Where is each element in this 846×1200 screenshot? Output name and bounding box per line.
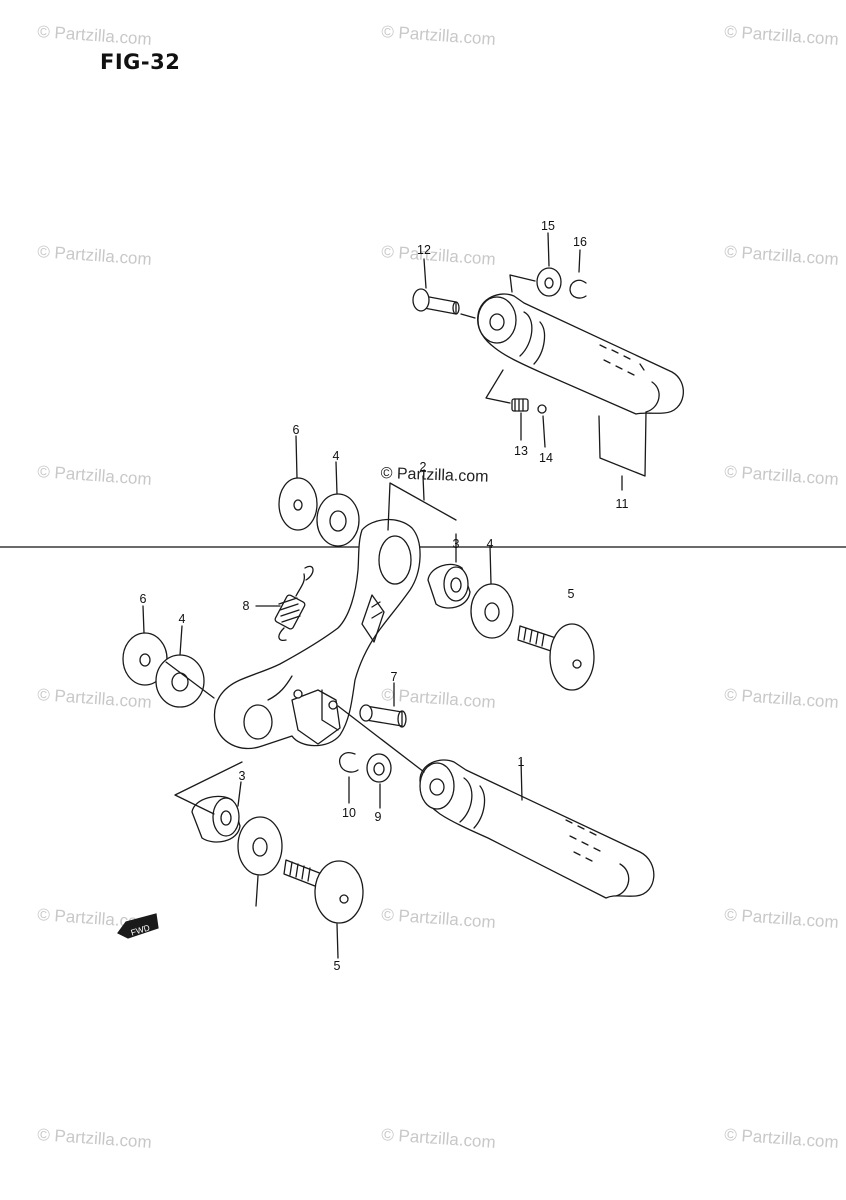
callout-6: 6 — [140, 592, 147, 606]
washer-9 — [366, 753, 392, 783]
callout-16: 16 — [573, 235, 587, 249]
callout-14: 14 — [539, 451, 553, 465]
pin-7 — [359, 704, 407, 728]
callout-8: 8 — [243, 599, 250, 613]
callout-11: 11 — [616, 497, 629, 511]
ball-14 — [537, 404, 547, 414]
callout-4: 4 — [179, 612, 186, 626]
pin-12 — [412, 288, 460, 315]
clip-10 — [339, 752, 359, 773]
callout-5: 5 — [568, 587, 575, 601]
footpeg-1 — [419, 759, 655, 899]
callout-3: 3 — [239, 769, 246, 783]
callout-10: 10 — [342, 806, 356, 820]
callout-15: 15 — [541, 219, 555, 233]
clip-16 — [569, 279, 587, 299]
spring-13 — [511, 398, 529, 412]
callout-9: 9 — [375, 810, 382, 824]
callout-labels: 1 2 3 3 4 4 4 5 5 6 6 7 8 9 10 11 12 13 … — [140, 219, 629, 973]
spring-8 — [274, 565, 314, 642]
bushing-3-upper — [427, 563, 471, 609]
callout-13: 13 — [514, 444, 528, 458]
callout-1: 1 — [518, 755, 525, 769]
callout-5: 5 — [334, 959, 341, 973]
callout-4: 4 — [333, 449, 340, 463]
callout-2: 2 — [420, 460, 427, 474]
callout-3: 3 — [453, 537, 460, 551]
bracket-assembly — [122, 435, 655, 959]
washer-4-lower — [237, 816, 283, 876]
bracket-2 — [213, 518, 421, 750]
figure-title: FIG-32 — [100, 50, 181, 74]
bushing-3-lower — [191, 795, 241, 843]
washer-6-upper — [278, 477, 318, 531]
callout-7: 7 — [391, 670, 398, 684]
washer-15 — [536, 267, 562, 297]
fwd-arrow: FWD — [117, 913, 159, 939]
footpeg-11 — [477, 293, 684, 415]
bolt-5-right — [517, 623, 595, 691]
bolt-5-lower — [283, 859, 364, 924]
washer-4-right — [470, 583, 514, 639]
washer-4-upper — [316, 493, 360, 547]
washer-4-left — [155, 654, 205, 708]
callout-12: 12 — [417, 243, 431, 257]
upper-footpeg-assembly — [412, 232, 684, 491]
callout-4: 4 — [487, 537, 494, 551]
callout-6: 6 — [293, 423, 300, 437]
